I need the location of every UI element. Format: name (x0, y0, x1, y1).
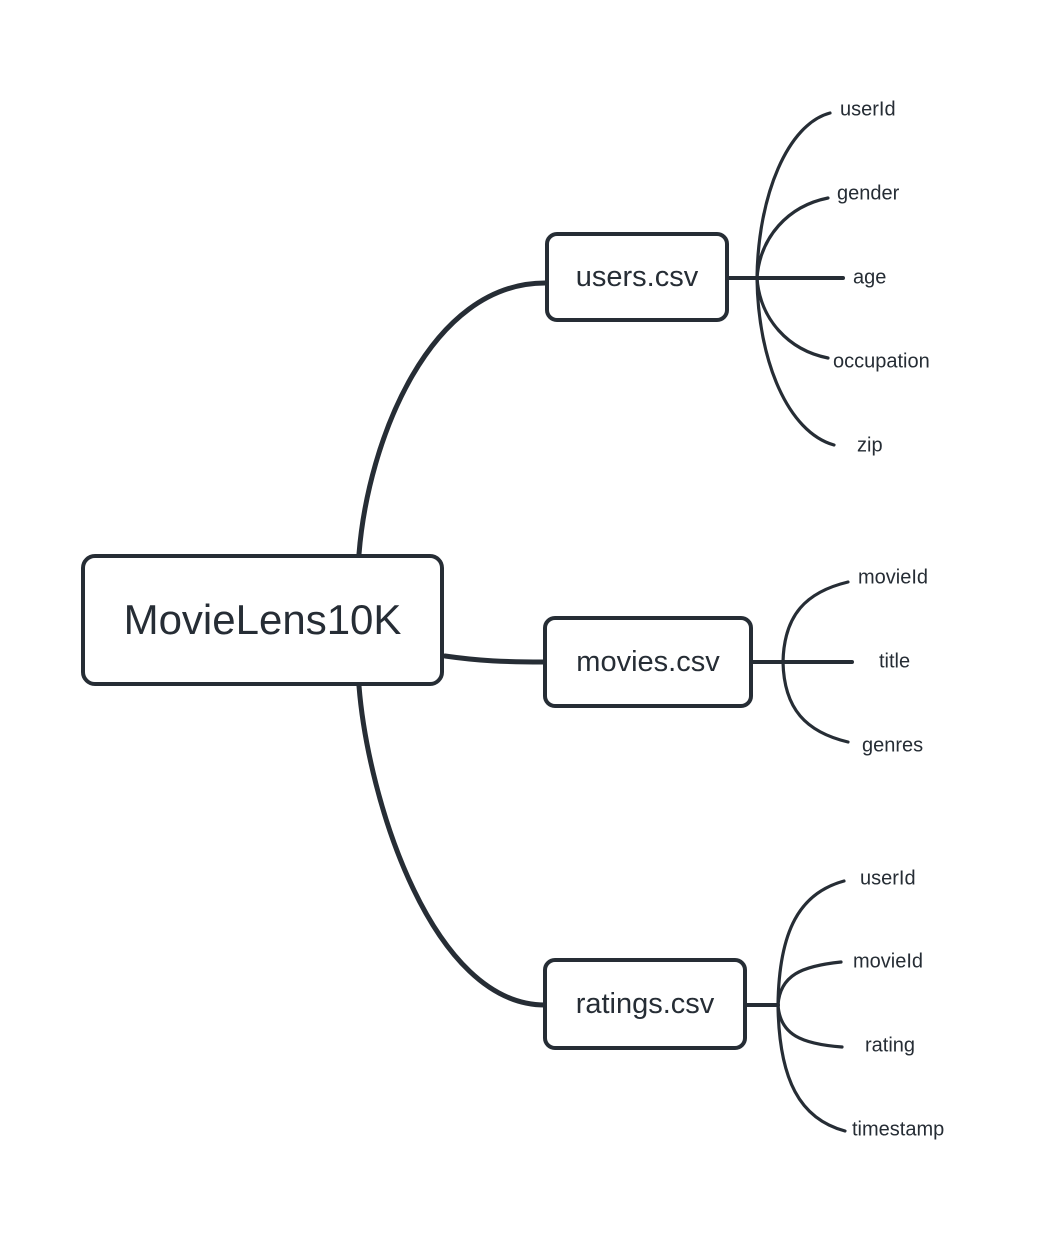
edge-ratings-userid (776, 879, 846, 1007)
edge-root-ratings (356, 683, 548, 1008)
edge-users-userid (755, 111, 832, 280)
edge-users-occupation (755, 276, 830, 360)
branch-node-label: ratings.csv (575, 987, 715, 1020)
leaf-ratings-movieid: movieId (853, 950, 924, 973)
leaf-movies-genres: genres (862, 734, 924, 757)
root-node-label: MovieLens10K (123, 596, 402, 643)
edge-movies-movieid (781, 580, 850, 664)
leaf-movies-movieid: movieId (858, 566, 929, 589)
edge-users-zip (755, 276, 836, 447)
leaf-users-userid: userId (840, 98, 896, 121)
branch-node-label: users.csv (575, 260, 699, 293)
edge-users-gender (755, 196, 830, 280)
branch-node-users-csv: users.csv (545, 232, 729, 322)
branch-node-ratings-csv: ratings.csv (543, 958, 747, 1050)
leaf-ratings-timestamp: timestamp (852, 1118, 945, 1141)
edge-movies-genres (781, 660, 850, 744)
leaf-users-age: age (853, 266, 887, 289)
edge-ratings-movieid (776, 960, 843, 1007)
edge-ratings-timestamp (776, 1003, 847, 1133)
leaf-users-zip: zip (857, 434, 883, 457)
branch-node-movies-csv: movies.csv (543, 616, 753, 708)
leaf-ratings-userid: userId (860, 867, 916, 890)
leaf-users-gender: gender (837, 182, 900, 205)
branch-node-label: movies.csv (576, 645, 720, 678)
leaf-movies-title: title (879, 650, 911, 673)
edge-root-users (356, 280, 548, 557)
edge-ratings-rating (776, 1003, 844, 1049)
edge-root-movies (442, 653, 546, 665)
leaf-ratings-rating: rating (865, 1034, 916, 1057)
root-node-movielens10k: MovieLens10K (81, 554, 444, 686)
leaf-users-occupation: occupation (833, 350, 930, 373)
